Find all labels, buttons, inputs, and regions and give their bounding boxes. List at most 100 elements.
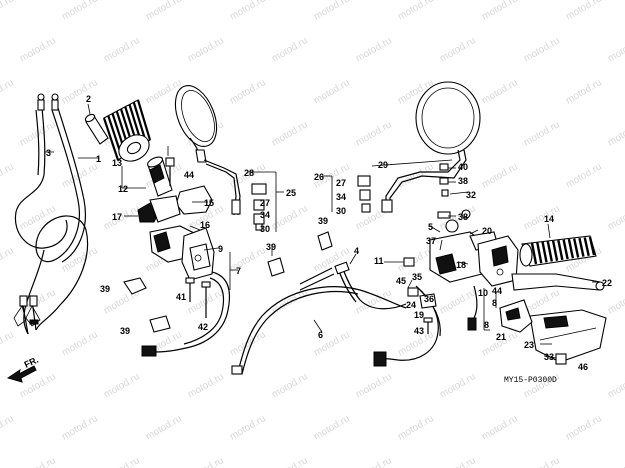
callout-40: 40 [458, 162, 468, 172]
watermark-text: motod.ru [396, 0, 436, 23]
watermark-text: motod.ru [144, 413, 184, 442]
watermark-text: motod.ru [564, 161, 604, 190]
callout-35: 35 [412, 272, 422, 282]
callout-39b: 39 [120, 326, 130, 336]
callout-8b: 8 [492, 298, 497, 308]
callout-33: 33 [544, 352, 554, 362]
watermark-text: motod.ru [186, 35, 226, 64]
grip-ring [102, 117, 120, 161]
throttle-pipe-12 [147, 156, 173, 197]
callout-27b: 27 [336, 178, 346, 188]
callout-5: 5 [428, 222, 433, 232]
callout-34b: 34 [336, 192, 346, 202]
bracket-21 [499, 299, 533, 333]
watermark-text: motod.ru [60, 413, 100, 442]
clips-39-left [123, 277, 171, 333]
watermark-text: motod.ru [522, 35, 562, 64]
brake-lever-22 [511, 273, 605, 291]
watermark-text: motod.ru [228, 413, 268, 442]
watermark-text: motod.ru [606, 287, 625, 316]
watermark-text: motod.ru [522, 203, 562, 232]
master-cylinder-assembly [429, 209, 499, 283]
watermark-text: motod.ru [102, 35, 142, 64]
watermark-text: motod.ru [564, 413, 604, 442]
watermark-text: motod.ru [102, 455, 142, 468]
throttle-cable-1 [35, 107, 89, 331]
watermark-text: motod.ru [270, 371, 310, 400]
watermark-text: motod.ru [354, 455, 394, 468]
callout-26: 26 [314, 172, 324, 182]
callout-30a: 30 [260, 224, 270, 234]
watermark-text: motod.ru [522, 119, 562, 148]
watermark-text: motod.ru [0, 0, 16, 23]
watermark-text: motod.ru [102, 371, 142, 400]
left-switch-harness [141, 271, 231, 357]
watermark-text: motod.ru [186, 455, 226, 468]
watermark-text: motod.ru [0, 77, 16, 106]
fittings-26 [357, 175, 371, 213]
callout-37: 37 [426, 236, 436, 246]
screws-38-40 [437, 163, 451, 219]
fittings-28 [251, 183, 267, 231]
callout-10: 10 [478, 288, 488, 298]
callout-28: 28 [244, 168, 254, 178]
grip-ring [536, 242, 543, 264]
callout-4: 4 [354, 246, 359, 256]
watermark-text: motod.ru [354, 371, 394, 400]
cable-ends-bottom [13, 295, 41, 335]
callout-8a: 8 [484, 320, 489, 330]
diagram-code: MY15-P0300D [504, 376, 557, 385]
callout-12: 12 [118, 184, 128, 194]
grip-ring [557, 240, 564, 261]
watermark-text: motod.ru [270, 119, 310, 148]
watermark-text: motod.ru [60, 0, 100, 23]
callout-6: 6 [318, 330, 323, 340]
callout-30b: 30 [336, 206, 346, 216]
watermark-text: motod.ru [438, 35, 478, 64]
callout-9: 9 [218, 244, 223, 254]
left-clamp-15-17 [137, 185, 213, 223]
watermark-text: motod.ru [0, 161, 16, 190]
watermark-text: motod.ru [564, 77, 604, 106]
grip-ring [546, 241, 553, 262]
callout-11: 11 [374, 256, 384, 266]
small-parts-right [403, 257, 567, 365]
left-switch-assembly [149, 225, 215, 281]
grip-ring [573, 238, 580, 258]
watermark-text: motod.ru [270, 35, 310, 64]
right-grip-14 [519, 235, 597, 267]
callout-18: 18 [456, 260, 466, 270]
watermark-text: motod.ru [18, 455, 58, 468]
callout-24: 24 [406, 300, 416, 310]
callout-41: 41 [176, 292, 186, 302]
callout-20: 20 [482, 226, 492, 236]
watermark-text: motod.ru [18, 35, 58, 64]
watermark-text: motod.ru [144, 0, 184, 23]
callout-46: 46 [578, 362, 588, 372]
watermark-text: motod.ru [186, 371, 226, 400]
right-switch-housing [477, 235, 519, 287]
grip-ring [136, 99, 152, 141]
left-grip [102, 99, 152, 162]
callout-16: 16 [200, 220, 210, 230]
watermark-text: motod.ru [354, 35, 394, 64]
watermark-text: motod.ru [0, 245, 16, 274]
watermark-text: motod.ru [438, 455, 478, 468]
grip-end-2 [84, 113, 109, 145]
watermark-text: motod.ru [312, 77, 352, 106]
watermark-text: motod.ru [480, 413, 520, 442]
watermark-text: motod.ru [564, 0, 604, 23]
callout-14: 14 [544, 214, 554, 224]
clutch-cable-6 [231, 286, 407, 375]
callout-29: 29 [378, 160, 388, 170]
grip-ring [541, 241, 548, 263]
callout-36: 36 [424, 294, 434, 304]
front-direction-arrow [6, 365, 37, 383]
callout-19: 19 [414, 310, 424, 320]
callout-23: 23 [524, 340, 534, 350]
callout-38a: 38 [458, 176, 468, 186]
callout-44b: 44 [492, 286, 502, 296]
grip-ring [562, 239, 569, 260]
watermark-text: motod.ru [354, 287, 394, 316]
